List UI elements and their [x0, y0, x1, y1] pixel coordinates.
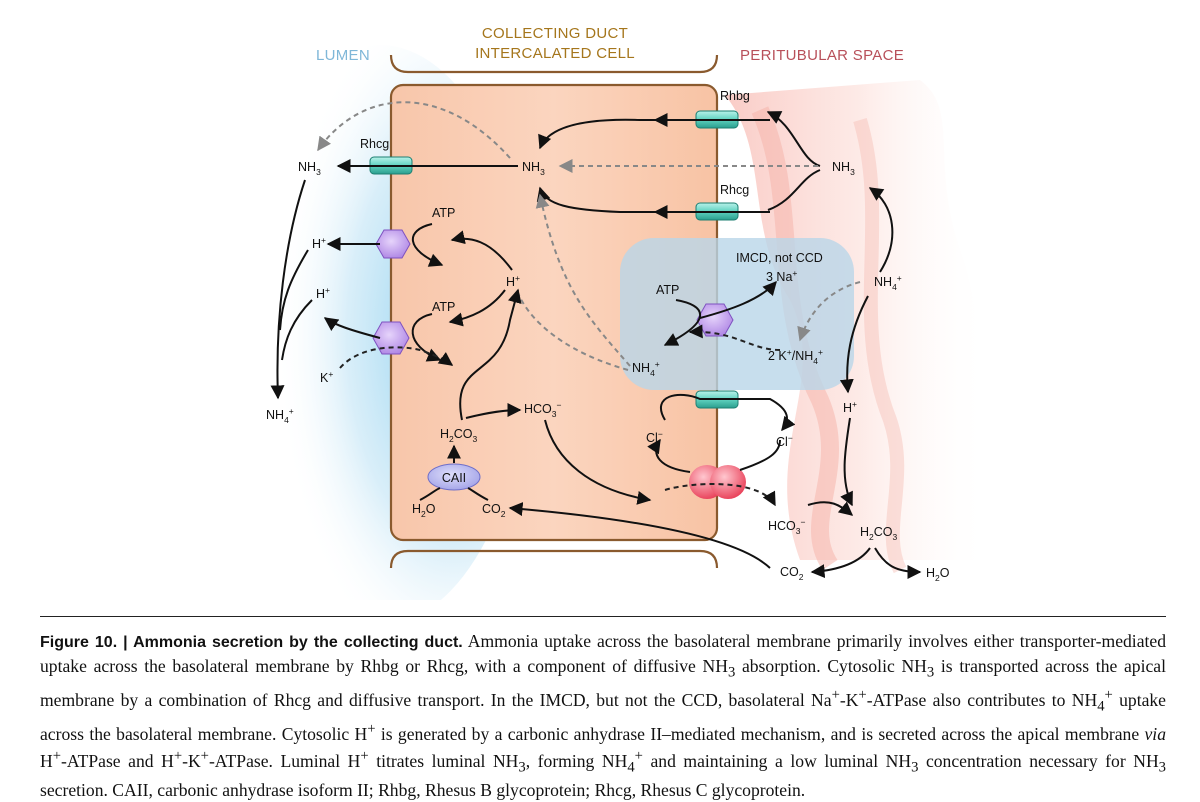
atp-1: ATP: [432, 206, 455, 220]
arrow: [419, 487, 441, 501]
arrow: [450, 230, 513, 271]
cl-cell: Cl−: [646, 429, 663, 445]
peritubular-stripe: [751, 106, 839, 570]
figure-caption: Figure 10. | Ammonia secretion by the co…: [40, 631, 1166, 801]
hco3-cell: HCO3−: [524, 400, 562, 419]
h2co3-peritubular: H2CO3: [860, 525, 898, 542]
nh3-peritubular: NH3: [832, 160, 855, 177]
dashed-arrow: [688, 324, 781, 351]
arrow: [868, 187, 894, 273]
h-atpase: [375, 229, 411, 259]
k-plus-lumen: K+: [320, 369, 333, 385]
arrow: [839, 295, 869, 394]
cell-label-line1: COLLECTING DUCT: [482, 25, 628, 42]
three-na-label: 3 Na+: [766, 268, 797, 284]
na-k-atpase: [696, 303, 734, 337]
nh3-cell: NH3: [522, 160, 545, 177]
arrow: [659, 393, 796, 432]
arrow: [412, 223, 444, 267]
caption-rule: [40, 616, 1166, 617]
arrow: [810, 547, 871, 579]
arrow: [279, 249, 309, 331]
cl-hco3-exchanger: [689, 465, 746, 499]
arrow: [739, 439, 781, 471]
arrow: [323, 317, 381, 339]
dashed-arrow: [535, 193, 631, 367]
cell-label-line2: INTERCALATED CELL: [475, 45, 635, 62]
h-plus-lumen-2: H+: [316, 285, 330, 301]
arrow: [807, 501, 854, 516]
arrow: [647, 438, 691, 473]
imcd-box: [620, 238, 854, 390]
atp-3: ATP: [656, 283, 679, 297]
atp-2: ATP: [432, 300, 455, 314]
arrow: [663, 299, 701, 346]
lumen-label: LUMEN: [316, 47, 370, 64]
caii-enzyme: [427, 463, 481, 491]
arrow: [459, 288, 522, 421]
caption-title: Figure 10. | Ammonia secretion by the co…: [40, 634, 463, 651]
arrow: [270, 179, 306, 400]
co2-cell: CO2: [482, 502, 506, 519]
rhcg-top-label: Rhcg: [360, 137, 389, 151]
arrow: [536, 186, 655, 213]
nh4-peritubular: NH4+: [874, 273, 902, 292]
arrow: [544, 419, 652, 505]
dashed-arrow: [797, 281, 861, 342]
peritubular-label: PERITUBULAR SPACE: [740, 47, 904, 64]
two-k-nh4-label: 2 K+/NH4+: [768, 347, 823, 366]
arrow: [767, 169, 821, 211]
h2o-cell: H2O: [412, 502, 436, 519]
caii-label: CAII: [442, 471, 466, 485]
h-plus-cell: H+: [506, 273, 520, 289]
dashed-arrow: [317, 101, 511, 159]
rhbg-label: Rhbg: [720, 89, 750, 103]
h2o-peritubular: H2O: [926, 566, 950, 583]
arrow: [874, 547, 922, 579]
cell-top-brace: [389, 54, 719, 74]
arrow: [766, 111, 821, 167]
imcd-label: IMCD, not CCD: [736, 251, 823, 265]
h-k-atpase: [372, 321, 410, 355]
arrow: [448, 289, 506, 327]
arrow: [538, 118, 655, 150]
cell-bottom-brace: [389, 549, 719, 569]
ammonia-secretion-diagram: LUMEN COLLECTING DUCT INTERCALATED CELL …: [230, 25, 990, 600]
arrow: [465, 403, 522, 419]
dashed-arrow: [664, 483, 776, 507]
arrow: [699, 280, 777, 319]
arrow: [508, 502, 771, 569]
nh4-lumen: NH4+: [266, 406, 294, 425]
hco3-peritubular: HCO3−: [768, 517, 806, 536]
arrow: [411, 313, 442, 362]
h-plus-lumen-1: H+: [312, 235, 326, 251]
rhcg-right-label: Rhcg: [720, 183, 749, 197]
h-plus-peritubular: H+: [843, 399, 857, 415]
arrow: [467, 487, 489, 501]
nh3-lumen: NH3: [298, 160, 321, 177]
dashed-arrow: [339, 346, 454, 369]
nh4-cell: NH4+: [632, 359, 660, 378]
co2-peritubular: CO2: [780, 565, 804, 582]
arrow: [840, 417, 853, 507]
h2co3-cell: H2CO3: [440, 427, 478, 444]
cl-peritubular: Cl−: [776, 433, 793, 449]
arrow: [281, 299, 313, 361]
